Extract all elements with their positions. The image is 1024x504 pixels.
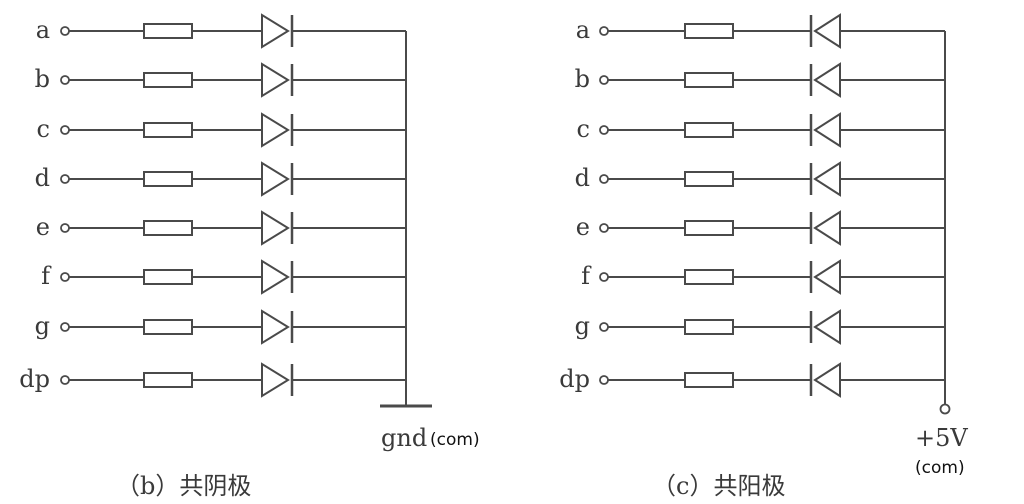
segment-label-d: d: [35, 164, 50, 192]
terminal-c: [60, 125, 70, 135]
diode-dp: [813, 362, 841, 398]
resistor-g: [684, 319, 734, 335]
right-caption: （c）共阳极: [652, 472, 785, 500]
segment-label-b: b: [575, 65, 590, 93]
diode-e: [813, 210, 841, 246]
resistor-dp: [684, 372, 734, 388]
segment-label-c: c: [37, 115, 50, 143]
resistor-g: [143, 319, 193, 335]
segment-label-dp: dp: [19, 365, 50, 393]
resistor-b: [143, 72, 193, 88]
segment-label-f: f: [41, 262, 52, 290]
diode-f: [813, 259, 841, 295]
diode-f: [261, 259, 290, 295]
segment-label-c: c: [577, 115, 590, 143]
segment-label-b: b: [35, 65, 50, 93]
diode-b: [813, 62, 841, 98]
segment-label-dp: dp: [559, 365, 590, 393]
left-caption: （b）共阴极: [116, 472, 251, 500]
terminal-g: [60, 322, 70, 332]
diode-b: [261, 62, 290, 98]
left-com-label: (com): [430, 430, 480, 450]
terminal-a: [599, 26, 609, 36]
diode-a: [261, 13, 290, 49]
terminal-d: [60, 174, 70, 184]
terminal-f: [60, 272, 70, 282]
vcc-terminal: [939, 403, 951, 415]
terminal-e: [60, 223, 70, 233]
diode-a: [813, 13, 841, 49]
diode-c: [813, 112, 841, 148]
resistor-f: [143, 269, 193, 285]
resistor-d: [143, 171, 193, 187]
segment-label-f: f: [581, 262, 592, 290]
terminal-d: [599, 174, 609, 184]
terminal-b: [599, 75, 609, 85]
resistor-c: [684, 122, 734, 138]
terminal-g: [599, 322, 609, 332]
segment-label-d: d: [575, 164, 590, 192]
terminal-e: [599, 223, 609, 233]
diode-c: [261, 112, 290, 148]
diode-d: [261, 161, 290, 197]
vcc-label: +5V: [915, 424, 968, 452]
resistor-a: [684, 23, 734, 39]
segment-label-e: e: [576, 213, 590, 241]
right-com-label: (com): [915, 458, 965, 478]
resistor-e: [143, 220, 193, 236]
resistor-c: [143, 122, 193, 138]
terminal-a: [60, 26, 70, 36]
terminal-f: [599, 272, 609, 282]
resistor-e: [684, 220, 734, 236]
resistor-d: [684, 171, 734, 187]
segment-label-a: a: [576, 16, 590, 44]
diode-g: [261, 309, 290, 345]
terminal-b: [60, 75, 70, 85]
terminal-dp: [599, 375, 609, 385]
segment-label-g: g: [575, 312, 590, 340]
resistor-a: [143, 23, 193, 39]
diode-g: [813, 309, 841, 345]
segment-label-a: a: [36, 16, 50, 44]
diode-d: [813, 161, 841, 197]
gnd-label: gnd: [381, 424, 427, 452]
terminal-c: [599, 125, 609, 135]
segment-label-g: g: [35, 312, 50, 340]
segment-label-e: e: [36, 213, 50, 241]
resistor-dp: [143, 372, 193, 388]
terminal-dp: [60, 375, 70, 385]
diode-dp: [261, 362, 290, 398]
resistor-f: [684, 269, 734, 285]
resistor-b: [684, 72, 734, 88]
diode-e: [261, 210, 290, 246]
